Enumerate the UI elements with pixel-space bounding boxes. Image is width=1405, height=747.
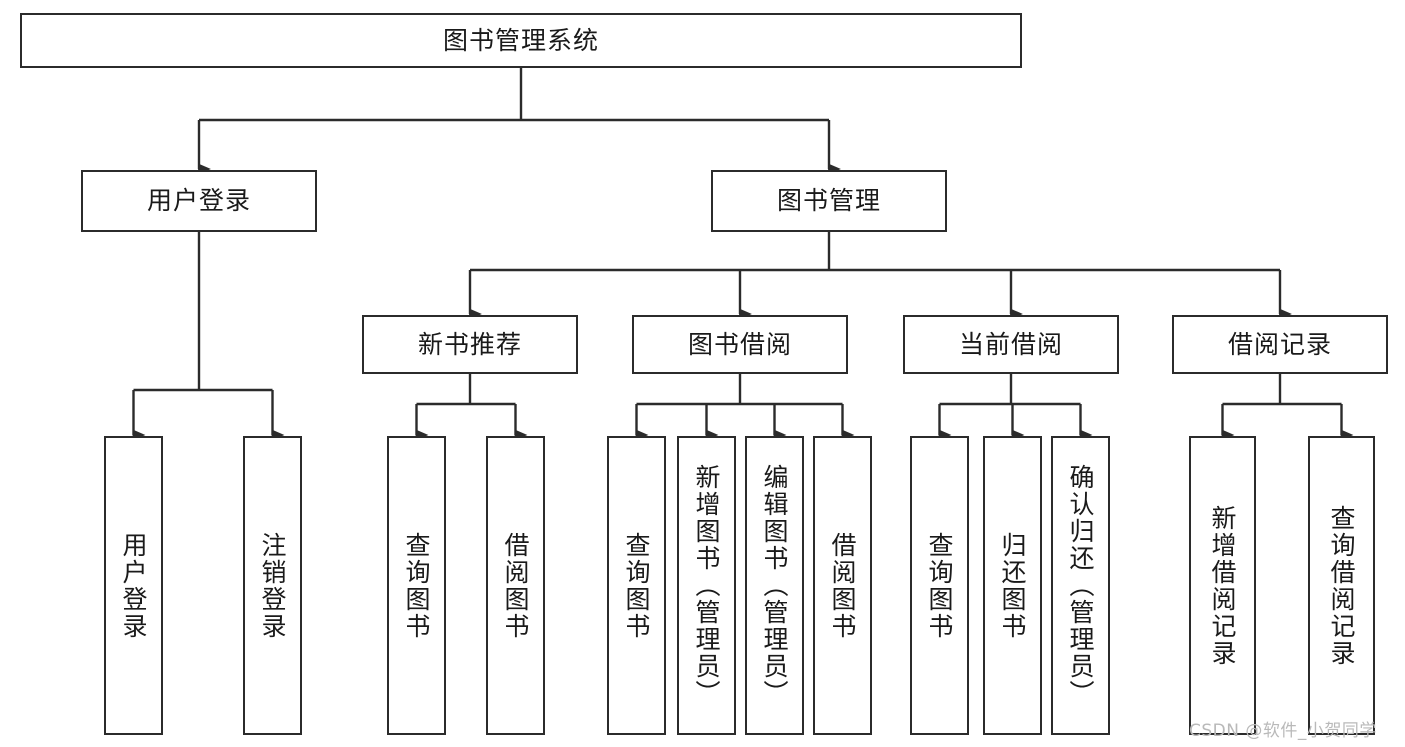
leaf-label: 用户登录: [119, 531, 148, 640]
leaf-label: 确认归还（管理员）: [1066, 464, 1095, 707]
node-leaf-return-book[interactable]: 归还图书: [983, 436, 1042, 735]
node-leaf-user-logout[interactable]: 注销登录: [243, 436, 302, 735]
node-leaf-user-login[interactable]: 用户登录: [104, 436, 163, 735]
node-user-login[interactable]: 用户登录: [81, 170, 317, 232]
leaf-label: 注销登录: [258, 531, 287, 640]
node-leaf-query-book-2[interactable]: 查询图书: [607, 436, 666, 735]
node-leaf-query-book-3[interactable]: 查询图书: [910, 436, 969, 735]
node-new-book-rec[interactable]: 新书推荐: [362, 315, 578, 374]
node-leaf-borrow-book-2[interactable]: 借阅图书: [813, 436, 872, 735]
node-borrow-record[interactable]: 借阅记录: [1172, 315, 1388, 374]
leaf-label: 归还图书: [998, 531, 1027, 640]
leaf-label: 查询借阅记录: [1327, 504, 1356, 667]
node-leaf-query-record[interactable]: 查询借阅记录: [1308, 436, 1375, 735]
node-leaf-query-book-1[interactable]: 查询图书: [387, 436, 446, 735]
node-leaf-add-record[interactable]: 新增借阅记录: [1189, 436, 1256, 735]
leaf-label: 借阅图书: [828, 531, 857, 640]
leaf-label: 查询图书: [402, 531, 431, 640]
leaf-label: 查询图书: [925, 531, 954, 640]
node-leaf-borrow-book-1[interactable]: 借阅图书: [486, 436, 545, 735]
node-leaf-confirm-return[interactable]: 确认归还（管理员）: [1051, 436, 1110, 735]
node-book-manage[interactable]: 图书管理: [711, 170, 947, 232]
leaf-label: 查询图书: [622, 531, 651, 640]
node-root[interactable]: 图书管理系统: [20, 13, 1022, 68]
leaf-label: 编辑图书（管理员）: [760, 464, 789, 707]
watermark-text: CSDN @软件_小贺同学: [1189, 721, 1377, 741]
node-book-borrow[interactable]: 图书借阅: [632, 315, 848, 374]
node-leaf-edit-book[interactable]: 编辑图书（管理员）: [745, 436, 804, 735]
leaf-label: 借阅图书: [501, 531, 530, 640]
leaf-label: 新增借阅记录: [1208, 504, 1237, 667]
node-leaf-add-book[interactable]: 新增图书（管理员）: [677, 436, 736, 735]
node-current-borrow[interactable]: 当前借阅: [903, 315, 1119, 374]
leaf-label: 新增图书（管理员）: [692, 464, 721, 707]
